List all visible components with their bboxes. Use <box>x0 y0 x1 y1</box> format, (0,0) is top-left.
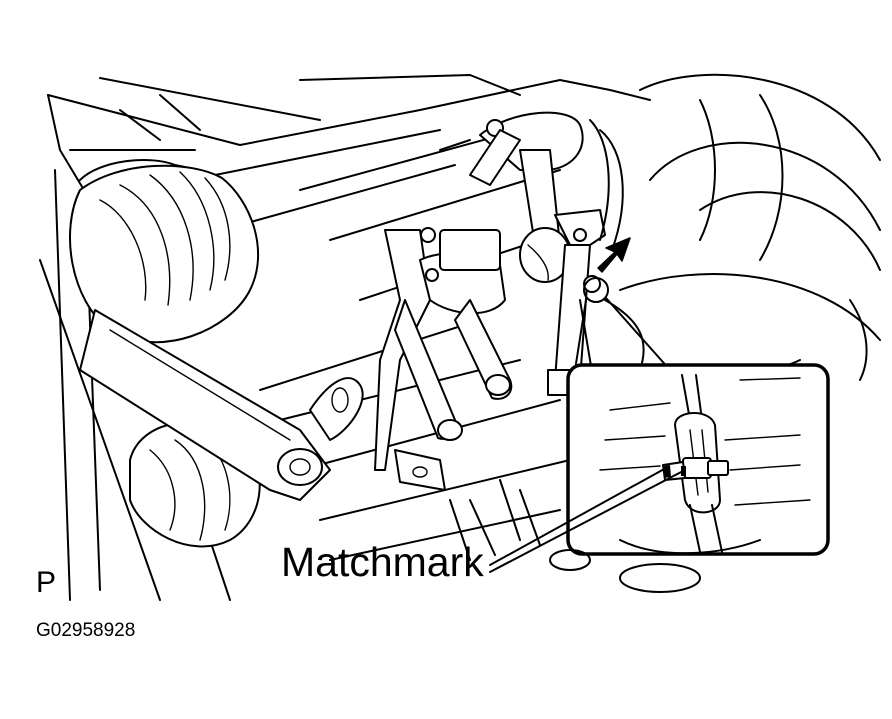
stabilizer-bracket <box>374 227 513 491</box>
lower-details <box>449 479 761 593</box>
matchmark-left <box>663 465 671 478</box>
stabilizer-link <box>469 111 606 283</box>
indicator-arrow <box>597 237 631 273</box>
arrow-icon <box>597 237 631 273</box>
view-letter: P <box>36 566 57 599</box>
matchmark-leaders <box>489 467 686 573</box>
figure-code: G02958928 <box>36 620 136 641</box>
detail-inset <box>566 363 830 556</box>
lower-arm <box>79 309 364 501</box>
callout-leaders <box>574 277 671 371</box>
matchmark-label: Matchmark <box>281 539 484 585</box>
wheel <box>619 73 881 381</box>
